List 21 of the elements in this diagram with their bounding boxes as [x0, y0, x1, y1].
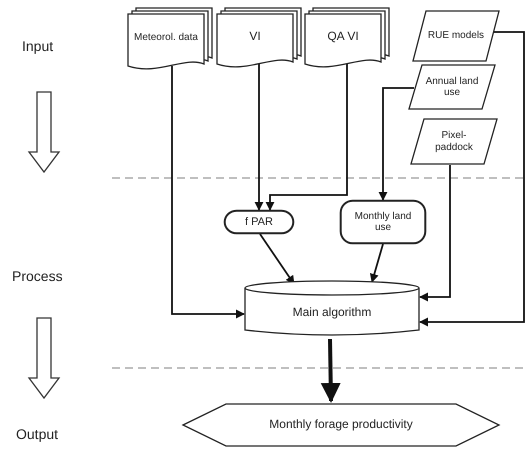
node-label: Annual land use [424, 76, 480, 98]
arrow [419, 31, 525, 326]
arrow [171, 66, 245, 318]
arrow [378, 87, 414, 201]
arrow [320, 338, 341, 403]
arrow [254, 62, 264, 211]
arrow [419, 165, 451, 302]
node-label: VI [249, 30, 261, 44]
stage-label: Output [16, 426, 58, 442]
node-label: Monthly forage productivity [269, 418, 413, 432]
node-label: Monthly land use [354, 210, 412, 234]
node-label: Meteorol. data [134, 32, 198, 44]
node-label: f PAR [245, 216, 273, 228]
node-label: RUE models [428, 30, 484, 42]
node-label: QA VI [327, 30, 359, 44]
stage-label: Process [12, 268, 63, 284]
node-label: Pixel-paddock [434, 130, 474, 153]
stage-label: Input [22, 38, 54, 54]
arrow [370, 244, 384, 283]
node-label: Main algorithm [292, 306, 372, 320]
arrow [266, 62, 348, 211]
